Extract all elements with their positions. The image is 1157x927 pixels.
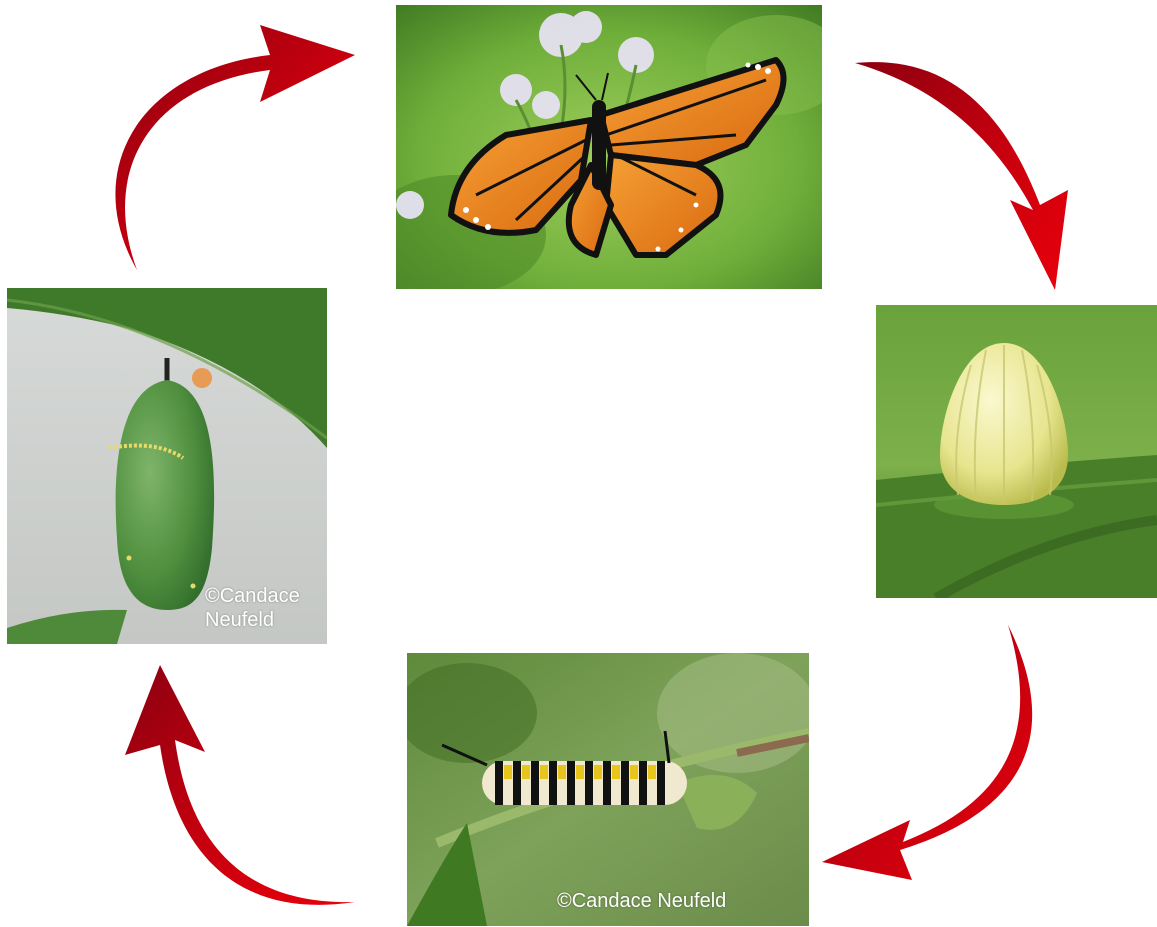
photo-credit: ©Candace Neufeld (205, 584, 323, 632)
egg-icon (876, 305, 1157, 598)
arrow-chrysalis-to-butterfly-icon (115, 25, 355, 270)
butterfly-icon (396, 5, 822, 289)
photo-credit: ©Candace Neufeld (557, 889, 726, 913)
egg-photo (876, 305, 1157, 598)
arrow-egg-to-caterpillar-icon (822, 625, 1032, 880)
caterpillar-icon (407, 653, 809, 926)
butterfly-photo (396, 5, 822, 289)
caterpillar-photo: ©Candace Neufeld (407, 653, 809, 926)
arrow-butterfly-to-egg-icon (855, 62, 1068, 290)
chrysalis-photo: ©Candace Neufeld (7, 288, 327, 644)
arrow-caterpillar-to-chrysalis-icon (125, 665, 355, 905)
